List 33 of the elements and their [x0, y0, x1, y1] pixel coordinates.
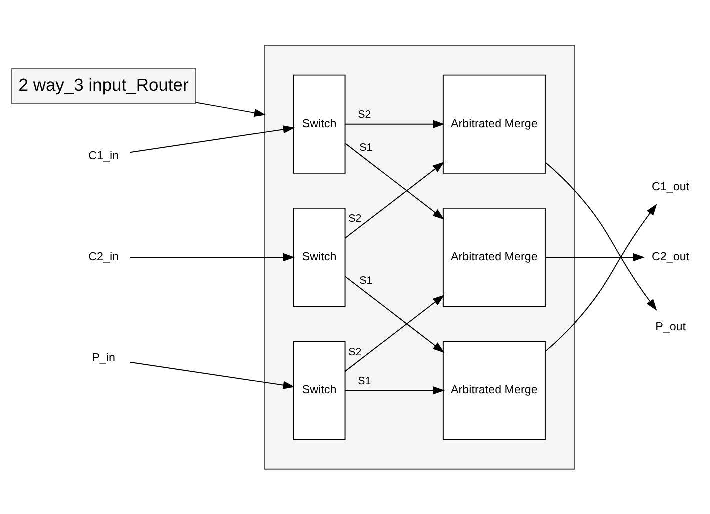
node-text: C2_out	[652, 250, 690, 264]
arrow	[544, 204, 658, 352]
arrow	[344, 276, 445, 352]
edge-label: S1	[358, 374, 372, 387]
arrow	[344, 386, 445, 394]
node-text: P_in	[92, 351, 116, 364]
cluster	[264, 44, 576, 470]
arrow	[344, 294, 445, 372]
arrow	[130, 361, 295, 389]
node-box: 2 way_3 input_Router	[12, 68, 196, 104]
edge-label: S2	[358, 108, 372, 121]
node-box: Switch	[293, 74, 346, 174]
edge-label: S2	[348, 346, 362, 358]
node-text: C1_out	[652, 180, 690, 194]
node-box: Arbitrated Merge	[442, 340, 546, 440]
edge-label: S2	[348, 212, 362, 225]
arrow	[344, 120, 445, 128]
node-text: C1_in	[88, 148, 120, 162]
node-box: Arbitrated Merge	[442, 74, 546, 174]
node-box: Switch	[293, 207, 346, 307]
arrow	[130, 252, 296, 262]
arrow	[344, 142, 445, 220]
node-box: Arbitrated Merge	[442, 207, 546, 307]
arrow	[545, 252, 645, 262]
node-text: P_out	[656, 320, 686, 333]
edge-label: S1	[360, 274, 373, 286]
arrow	[545, 162, 658, 310]
arrow	[130, 125, 295, 153]
node-text: C2_in	[88, 250, 120, 264]
node-box: Switch	[293, 340, 346, 440]
edge-label: S1	[360, 141, 373, 154]
arrow	[344, 162, 445, 238]
arrow	[195, 102, 266, 117]
